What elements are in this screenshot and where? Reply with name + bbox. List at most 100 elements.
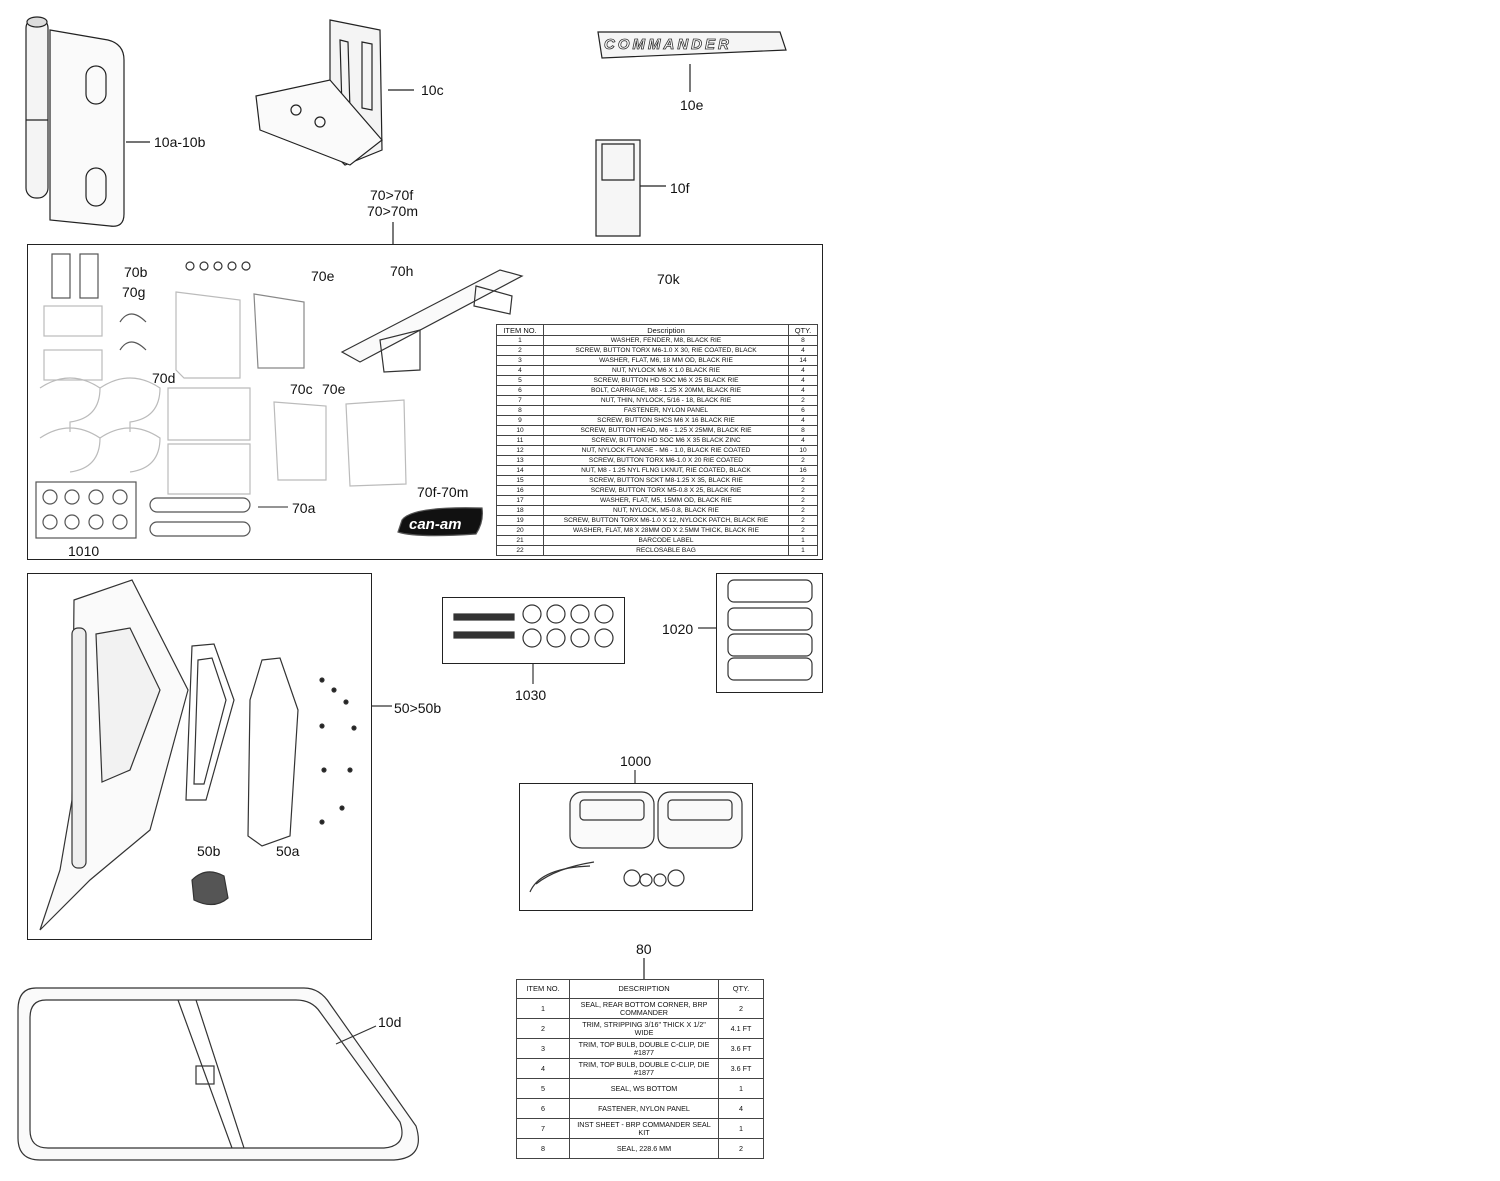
cell-description: SCREW, BUTTON SCKT M8-1.25 X 35, BLACK R… [543,475,789,486]
cell-item-no: 14 [496,465,544,476]
table-header-row: ITEM NO. Description QTY. [496,324,818,336]
badge-drawing [597,31,787,92]
cell-qty: 8 [788,425,818,436]
cell-qty: 6 [788,405,818,416]
callout-70e-top: 70e [311,268,335,284]
cell-description: SCREW, BUTTON HD SOC M6 X 35 BLACK ZINC [543,435,789,446]
cell-qty: 4 [788,435,818,446]
cell-qty: 16 [788,465,818,476]
cell-description: RECLOSABLE BAG [543,545,789,556]
cell-description: SEAL, 228.6 MM [569,1138,719,1159]
cell-description: SCREW, BUTTON TORX M6-1.0 X 30, RIE COAT… [543,345,789,356]
cell-description: INST SHEET - BRP COMMANDER SEAL KIT [569,1118,719,1139]
cell-item-no: 8 [516,1138,570,1159]
cell-description: SCREW, BUTTON HD SOC M6 X 25 BLACK RIE [543,375,789,386]
cell-description: TRIM, TOP BULB, DOUBLE C-CLIP, DIE #1877 [569,1058,719,1079]
cell-qty: 1 [718,1118,764,1139]
cell-qty: 2 [788,515,818,526]
cell-description: NUT, M8 - 1.25 NYL FLNG LKNUT, RIE COATE… [543,465,789,476]
cell-qty: 8 [788,335,818,346]
kit-1000-drawing [529,770,743,893]
cell-item-no: 4 [516,1058,570,1079]
cell-description: BOLT, CARRIAGE, M8 - 1.25 X 20MM, BLACK … [543,385,789,396]
cell-description: SCREW, BUTTON HEAD, M6 - 1.25 X 25MM, BL… [543,425,789,436]
cell-description: WASHER, FLAT, M5, 15MM OD, BLACK RIE [543,495,789,506]
kit-70-drawing [35,253,524,539]
cell-item-no: 7 [516,1118,570,1139]
cell-qty: 1 [788,545,818,556]
callout-70h: 70h [390,263,414,279]
cell-description: SCREW, BUTTON TORX M5-0.8 X 25, BLACK RI… [543,485,789,496]
cell-item-no: 1 [516,998,570,1019]
header-description: DESCRIPTION [569,979,719,999]
cell-qty: 2 [788,395,818,406]
cell-item-no: 8 [496,405,544,416]
cell-qty: 3.6 FT [718,1058,764,1079]
cell-qty: 4 [788,375,818,386]
cell-qty: 14 [788,355,818,366]
cell-qty: 10 [788,445,818,456]
kit-70-frame [27,244,823,560]
cell-description: FASTENER, NYLON PANEL [569,1098,719,1119]
callout-70b: 70b [124,264,148,280]
callout-70d: 70d [152,370,176,386]
callout-1020: 1020 [662,621,694,637]
callout-70-70f: 70>70f [370,187,414,203]
cell-item-no: 11 [496,435,544,446]
cell-item-no: 15 [496,475,544,486]
cell-item-no: 21 [496,535,544,546]
header-item-no: ITEM NO. [496,324,544,336]
cell-item-no: 10 [496,425,544,436]
cell-description: NUT, NYLOCK FLANGE - M6 - 1.0, BLACK RIE… [543,445,789,456]
cell-item-no: 9 [496,415,544,426]
cell-qty: 4 [788,385,818,396]
cell-qty: 2 [788,475,818,486]
cell-item-no: 17 [496,495,544,506]
cell-qty: 2 [718,1138,764,1159]
cell-description: SCREW, BUTTON TORX M6-1.0 X 12, NYLOCK P… [543,515,789,526]
cell-description: SCREW, BUTTON SHCS M6 X 16 BLACK RIE [543,415,789,426]
cell-item-no: 16 [496,485,544,496]
cell-description: SEAL, WS BOTTOM [569,1078,719,1099]
cell-qty: 4 [788,365,818,376]
cell-item-no: 1 [496,335,544,346]
cell-description: BARCODE LABEL [543,535,789,546]
callout-70g: 70g [122,284,146,300]
header-qty: QTY. [718,979,764,999]
cell-item-no: 4 [496,365,544,376]
callout-10f: 10f [670,180,690,196]
commander-logo: COMMANDER [604,36,732,54]
cell-description: WASHER, FENDER, M8, BLACK RIE [543,335,789,346]
cell-description: WASHER, FLAT, M6, 18 MM OD, BLACK RIE [543,355,789,366]
callout-50a: 50a [276,843,300,859]
cell-item-no: 20 [496,525,544,536]
callout-50b: 50b [197,843,221,859]
callout-70f-70m: 70f-70m [417,484,469,500]
cell-qty: 4 [788,415,818,426]
cell-qty: 4.1 FT [718,1018,764,1039]
cell-item-no: 2 [516,1018,570,1039]
cell-qty: 1 [788,535,818,546]
cell-qty: 2 [788,525,818,536]
callout-70-70m: 70>70m [367,203,418,219]
